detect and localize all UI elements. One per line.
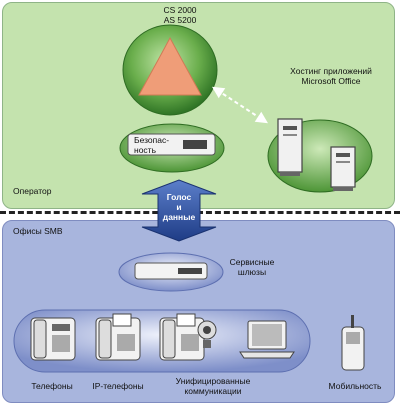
unified-phone-icon	[159, 313, 205, 361]
as5200-label-text: AS 5200	[163, 15, 197, 25]
phone-icon	[30, 317, 76, 361]
unified-label-line2: коммуникации	[184, 386, 242, 396]
data-label: данные	[162, 212, 196, 222]
operator-label: Оператор	[13, 186, 52, 196]
security-device	[119, 123, 225, 173]
unified-label-line1: Унифицированные	[175, 376, 251, 386]
webcam-icon	[197, 320, 217, 348]
voice-data-arrow	[141, 179, 217, 242]
hosting-servers	[267, 118, 373, 193]
hosting-label-line2: Microsoft Office	[301, 76, 361, 86]
ip-phones-label: IP-телефоны	[92, 381, 144, 391]
voice-label: Голос	[166, 192, 192, 202]
mobile-phone-icon	[341, 315, 365, 371]
security-label-line1: Безопас-	[134, 135, 170, 145]
hosting-label-line1: Хостинг приложений	[290, 66, 372, 76]
laptop-icon	[239, 320, 295, 359]
smb-offices-label: Офисы SMB	[13, 226, 63, 236]
security-label-line2: ность	[134, 145, 156, 155]
ip-phone-icon	[95, 313, 141, 361]
cs2000-label: CS 2000	[163, 5, 197, 15]
gateways-label-line2: шлюзы	[237, 267, 267, 277]
and-label: и	[176, 202, 182, 212]
cs2000-sphere	[122, 24, 218, 116]
gateways-label-line1: Сервисные	[229, 257, 275, 267]
phones-label: Телефоны	[31, 381, 73, 391]
service-gateway-device	[118, 252, 224, 292]
mobility-label: Мобильность	[328, 381, 382, 391]
dashed-link-arrow	[211, 86, 269, 124]
